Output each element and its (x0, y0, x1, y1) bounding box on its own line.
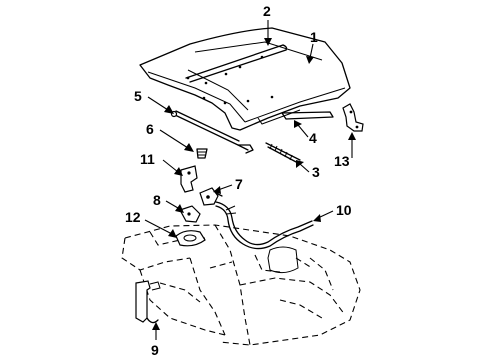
hood-latch-striker (179, 205, 201, 223)
leader-lines (144, 20, 356, 340)
callout-12: 12 (125, 209, 141, 225)
callout-13: 13 (334, 153, 350, 169)
callout-7: 7 (235, 176, 243, 192)
callout-9: 9 (151, 342, 159, 358)
callout-5: 5 (134, 88, 142, 104)
hood-prop-rod (170, 110, 254, 154)
callout-1: 1 (310, 29, 318, 45)
hood-release-cable (215, 201, 314, 250)
callout-8: 8 (153, 192, 161, 208)
hood-hinge-spring (265, 142, 301, 164)
hood-latch-support (175, 230, 206, 247)
hood-bumper (196, 148, 208, 159)
hood-panel (139, 27, 351, 131)
callout-labels: 2 1 5 6 4 11 3 13 7 8 10 12 9 (125, 3, 352, 358)
callout-11: 11 (140, 151, 155, 167)
callout-2: 2 (263, 3, 271, 19)
hood-molding-strip (185, 44, 288, 83)
hood-latch (199, 187, 223, 206)
hood-release-handle (135, 280, 161, 324)
callout-3: 3 (312, 164, 320, 180)
callout-10: 10 (336, 202, 352, 218)
hood-hinge (342, 103, 364, 132)
hood-latch-bracket (180, 165, 198, 193)
hood-seal (281, 111, 334, 120)
callout-6: 6 (146, 121, 154, 137)
callout-4: 4 (309, 130, 317, 146)
